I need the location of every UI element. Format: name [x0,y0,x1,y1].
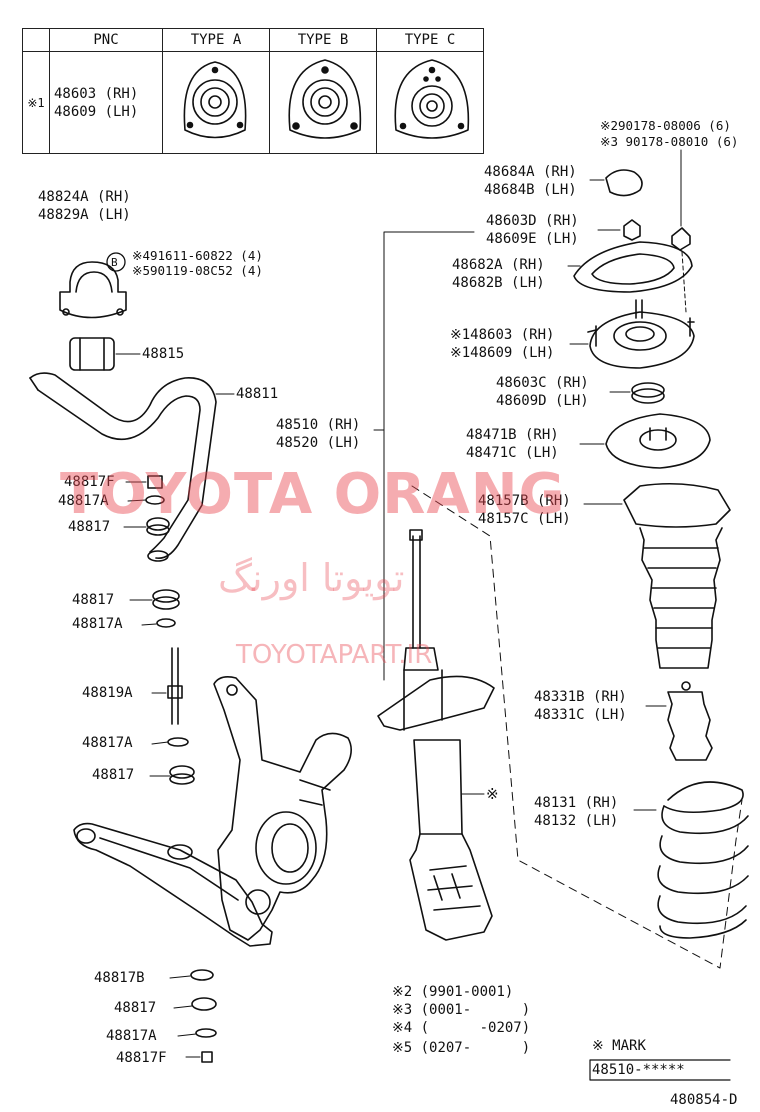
label-48817-bottom: 48817 [114,1000,157,1016]
label-boot: 48157B (RH) 48157C (LH) [478,492,571,528]
watermark-latin: TOYOTA ORANG [60,462,566,527]
header-marker-cell [22,28,50,52]
row-marker: ※1 [22,51,50,154]
nut-and-bolt-right [671,149,691,313]
label-48817A-upper: 48817A [58,493,109,509]
lower-link-small-parts [149,737,217,1063]
label-bolt-4: ※491611-60822 (4) [132,248,263,263]
note-2: ※2 (9901-0001) [392,984,514,1000]
header-type-c: TYPE C [376,28,484,52]
mark-value: 48510-***** [592,1062,685,1078]
header-pnc: PNC [49,28,163,52]
label-48817F-upper: 48817F [64,474,115,490]
cell-type-a [162,51,270,154]
label-48817-upper: 48817 [68,519,111,535]
label-spring-rh: 48131 (RH) [534,795,619,811]
suspension-support-drawing [569,299,695,369]
mark-title: ※ MARK [592,1038,646,1054]
upper-plate-drawing [567,241,693,293]
label-spring-seat: 48471B (RH) 48471C (LH) [466,426,559,462]
label-seat-rh: 48471B (RH) [466,427,559,443]
cell-type-c [376,51,484,154]
diagram-id: 480854-D [670,1092,738,1108]
stabilizer-link-drawing [151,647,183,725]
label-seat-lh: 48471C (LH) [466,445,559,461]
label-nut-lh: 48609E (LH) [486,231,579,247]
label-bolt-5: ※590119-08C52 (4) [132,263,263,278]
label-bushing: 48815 [142,346,185,362]
bolt-b-circle [106,252,126,272]
bolt-b-icon: B [111,256,118,269]
watermark-persian: تویوتا اورنگ [218,556,405,600]
row-pnc-lh: 48609 (LH) [54,103,139,120]
label-dust-cap: 48684A (RH) 48684B (LH) [484,163,577,199]
pnc-table-header: PNC TYPE A TYPE B TYPE C [22,28,484,52]
steering-knuckle-drawing [213,676,352,941]
lock-nut-drawing [597,219,641,241]
row-pnc: 48603 (RH) 48609 (LH) [49,51,163,154]
note-3: ※3 (0001- ) [392,1002,531,1018]
watermark-url: TOYOTAPART.IR [236,640,433,670]
label-strut: 48510 (RH) 48520 (LH) [276,416,360,452]
label-bearing: 48603C (RH) 48609D (LH) [496,374,589,410]
label-48817B: 48817B [94,970,145,986]
label-support: ※148603 (RH) ※148609 (LH) [450,326,554,362]
label-plate-lh: 48682B (LH) [452,275,545,291]
label-boot-lh: 48157C (LH) [478,511,571,527]
label-bumper-rh: 48331B (RH) [534,689,627,705]
pnc-table-row: ※1 48603 (RH) 48609 (LH) [22,51,484,154]
label-upper-plate: 48682A (RH) 48682B (LH) [452,256,545,292]
label-lock-nut: 48603D (RH) 48609E (LH) [486,212,579,248]
label-48817-low: 48817 [92,767,135,783]
label-strut-mark: ※ [486,785,499,803]
stabilizer-bushing-drawing [69,337,141,371]
dust-cap-drawing [589,169,643,197]
label-coil-spring: 48131 (RH) 48132 (LH) [534,794,618,830]
bumper-boot-drawing [583,482,731,669]
label-bearing-lh: 48609D (LH) [496,393,589,409]
pnc-table: PNC TYPE A TYPE B TYPE C ※1 48603 (RH) 4… [22,28,484,154]
label-nut-3: ※3 90178-08010 (6) [600,134,739,149]
cell-type-b [269,51,377,154]
stab-link-small-parts [123,475,180,628]
label-stab-bar: 48811 [236,386,279,402]
label-strut-rh: 48510 (RH) [276,417,361,433]
label-cap-lh: 48684B (LH) [484,182,577,198]
header-type-a: TYPE A [162,28,270,52]
strut-assembly-drawing [377,529,495,941]
label-48817A-mid: 48817A [72,616,123,632]
coil-spring-drawing [633,781,749,939]
label-stab-bracket-lh: 48829A (LH) [38,207,131,223]
label-cap-rh: 48684A (RH) [484,164,577,180]
label-link: 48819A [82,685,133,701]
bearing-drawing [609,382,665,404]
label-support-lh: ※148609 (LH) [450,345,555,361]
label-support-rh: ※148603 (RH) [450,327,555,343]
header-type-b: TYPE B [269,28,377,52]
label-48817F-bottom: 48817F [116,1050,167,1066]
label-boot-rh: 48157B (RH) [478,493,571,509]
label-stab-bracket: 48824A (RH) 48829A (LH) [38,188,131,224]
label-bearing-rh: 48603C (RH) [496,375,589,391]
label-bumper-lh: 48331C (LH) [534,707,627,723]
bump-stopper-drawing [645,681,713,761]
label-bump-stopper: 48331B (RH) 48331C (LH) [534,688,627,724]
spring-seat-drawing [579,413,711,469]
note-4: ※4 ( -0207) [392,1020,531,1036]
note-5: ※5 (0207- ) [392,1040,531,1056]
label-strut-lh: 48520 (LH) [276,435,361,451]
row-pnc-rh: 48603 (RH) [54,85,139,102]
label-stab-bracket-rh: 48824A (RH) [38,189,131,205]
label-nut-rh: 48603D (RH) [486,213,579,229]
label-plate-rh: 48682A (RH) [452,257,545,273]
label-nut-2: ※290178-08006 (6) [600,118,731,133]
lower-arm-drawing [73,822,273,947]
label-48817A-low: 48817A [82,735,133,751]
label-spring-lh: 48132 (LH) [534,813,619,829]
label-48817-mid: 48817 [72,592,115,608]
label-48817A-bottom: 48817A [106,1028,157,1044]
stabilizer-bar-drawing [29,372,235,562]
